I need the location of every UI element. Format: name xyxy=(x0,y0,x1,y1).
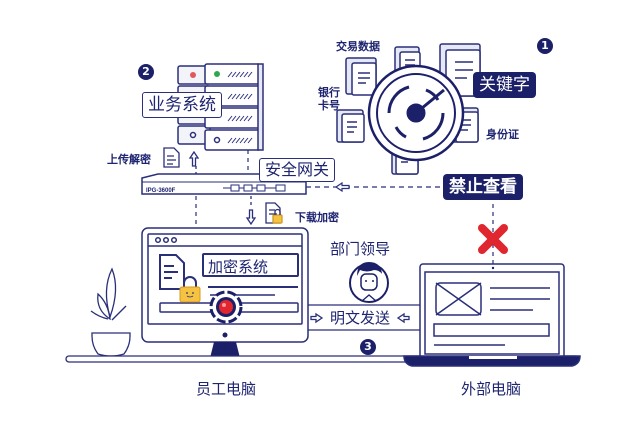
employee-pc-caption: 员工电脑 xyxy=(196,380,257,398)
keyword-badge: 关键字 xyxy=(473,72,536,98)
security-gateway-label: 安全网关 xyxy=(259,158,336,182)
bank-card-label-line2: 卡号 xyxy=(318,99,340,112)
step-3-badge: 3 xyxy=(360,339,376,355)
radar-scanner-icon xyxy=(367,64,465,162)
locked-document-icon xyxy=(265,202,283,224)
download-encrypt-label: 下载加密 xyxy=(295,211,339,224)
transfer-bar xyxy=(308,304,420,331)
arrow-left-icon xyxy=(334,181,350,193)
blocked-x-icon xyxy=(478,224,508,254)
trade-data-label: 交易数据 xyxy=(336,40,380,53)
step-2-badge: 2 xyxy=(138,64,154,80)
leader-avatar-icon xyxy=(349,262,389,303)
bank-card-label-line1: 银行 xyxy=(318,86,340,99)
download-arrow-icon xyxy=(245,196,257,226)
external-laptop-icon xyxy=(403,263,581,367)
upload-arrow-icon xyxy=(188,150,200,178)
external-pc-caption: 外部电脑 xyxy=(461,380,522,398)
department-leader-label: 部门领导 xyxy=(330,240,391,258)
business-system-label: 业务系统 xyxy=(142,92,222,118)
encryption-system-label: 加密系统 xyxy=(208,258,269,276)
upload-decrypt-label: 上传解密 xyxy=(107,153,151,166)
server-rack-icon xyxy=(177,63,264,151)
lock-icon xyxy=(179,276,201,303)
id-card-label: 身份证 xyxy=(486,128,519,141)
step-1-badge: 1 xyxy=(537,38,553,54)
device-model-text: IPG-3600F xyxy=(146,188,176,194)
block-view-badge: 禁止查看 xyxy=(443,174,523,200)
document-icon xyxy=(163,147,180,168)
plant-icon xyxy=(90,267,131,357)
record-button-icon xyxy=(209,290,243,324)
plaintext-send-label: 明文发送 xyxy=(330,309,391,327)
